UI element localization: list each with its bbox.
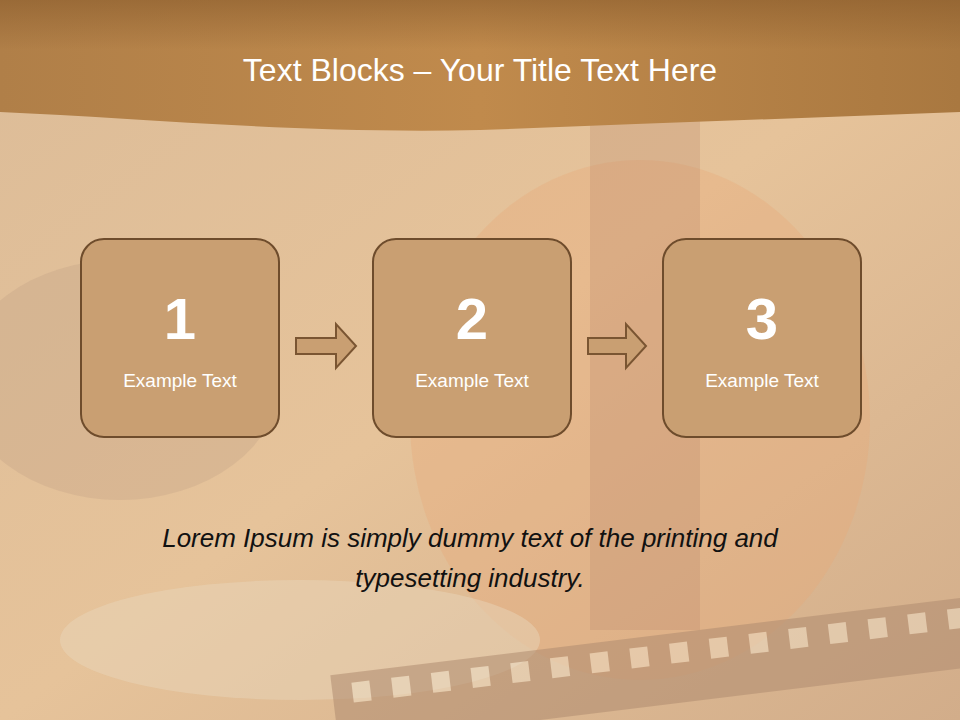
- step-number: 3: [746, 290, 778, 348]
- title-band: [0, 0, 960, 131]
- slide-title: Text Blocks – Your Title Text Here: [0, 52, 960, 89]
- block-arrow: [588, 324, 646, 368]
- step-box: 2Example Text: [372, 238, 572, 438]
- step-label: Example Text: [705, 370, 819, 392]
- film-strip: [330, 590, 960, 720]
- step-number: 2: [456, 290, 488, 348]
- title-band-shade: [0, 0, 960, 50]
- caption: Lorem Ipsum is simply dummy text of the …: [160, 518, 780, 598]
- block-arrow: [296, 324, 356, 368]
- step-label: Example Text: [123, 370, 237, 392]
- step-box: 3Example Text: [662, 238, 862, 438]
- step-box: 1Example Text: [80, 238, 280, 438]
- step-number: 1: [164, 290, 196, 348]
- step-label: Example Text: [415, 370, 529, 392]
